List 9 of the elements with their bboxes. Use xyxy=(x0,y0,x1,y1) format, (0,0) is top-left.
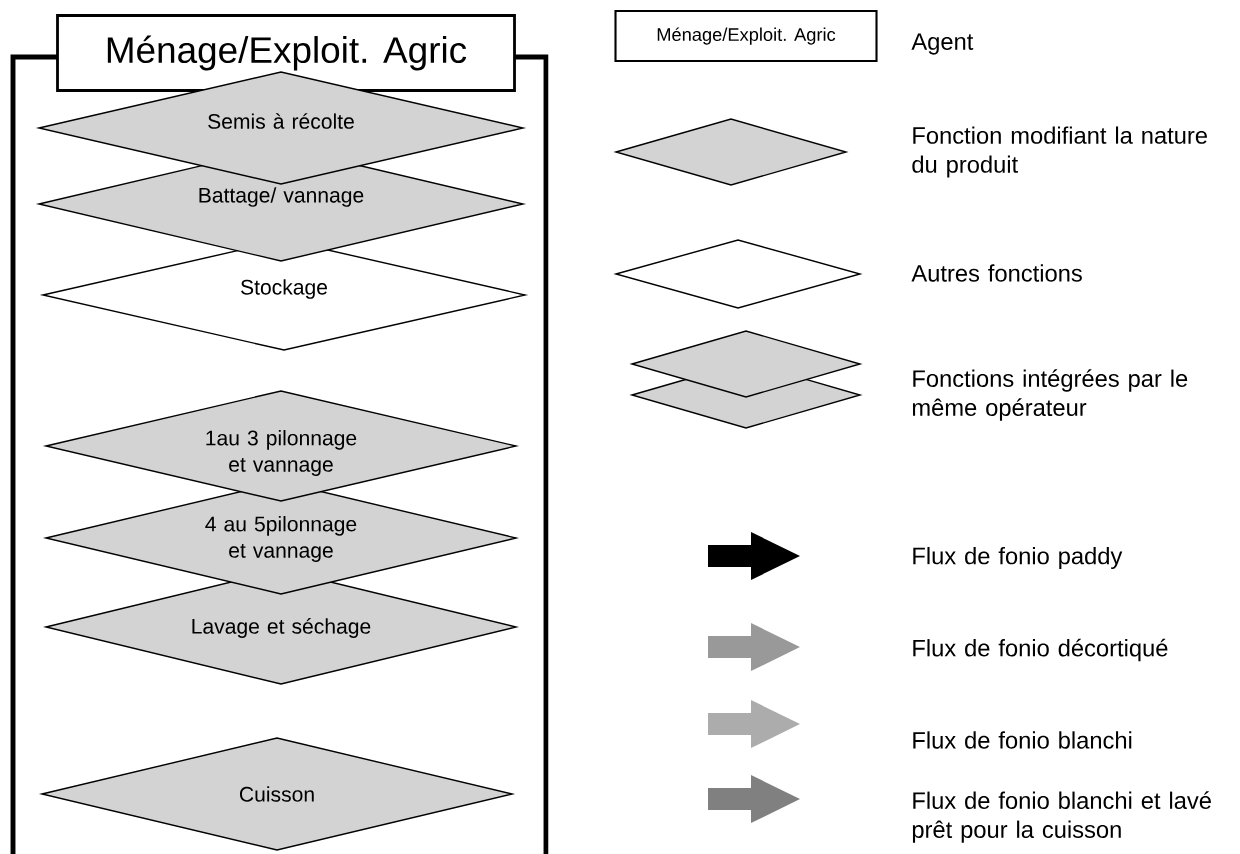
legend-text: Flux de fonio blanchi xyxy=(913,731,1132,749)
legend-agent-box: Ménage/Exploit. Agric xyxy=(614,9,878,63)
legend-text: Autres fonctions xyxy=(911,264,1082,282)
legend-text: Flux de fonio paddy xyxy=(913,546,1123,570)
legend-text: Fonctions intégrées par le même opérateur xyxy=(912,369,1188,421)
legend-text: Fonction modifiant la nature du produit xyxy=(912,126,1207,178)
legend-text: Flux de fonio décortiqué xyxy=(913,638,1168,662)
legend-text: Agent xyxy=(911,33,974,55)
legend-text: Flux de fonio blanchi et lavé prêt pour la cuisson xyxy=(912,791,1211,843)
